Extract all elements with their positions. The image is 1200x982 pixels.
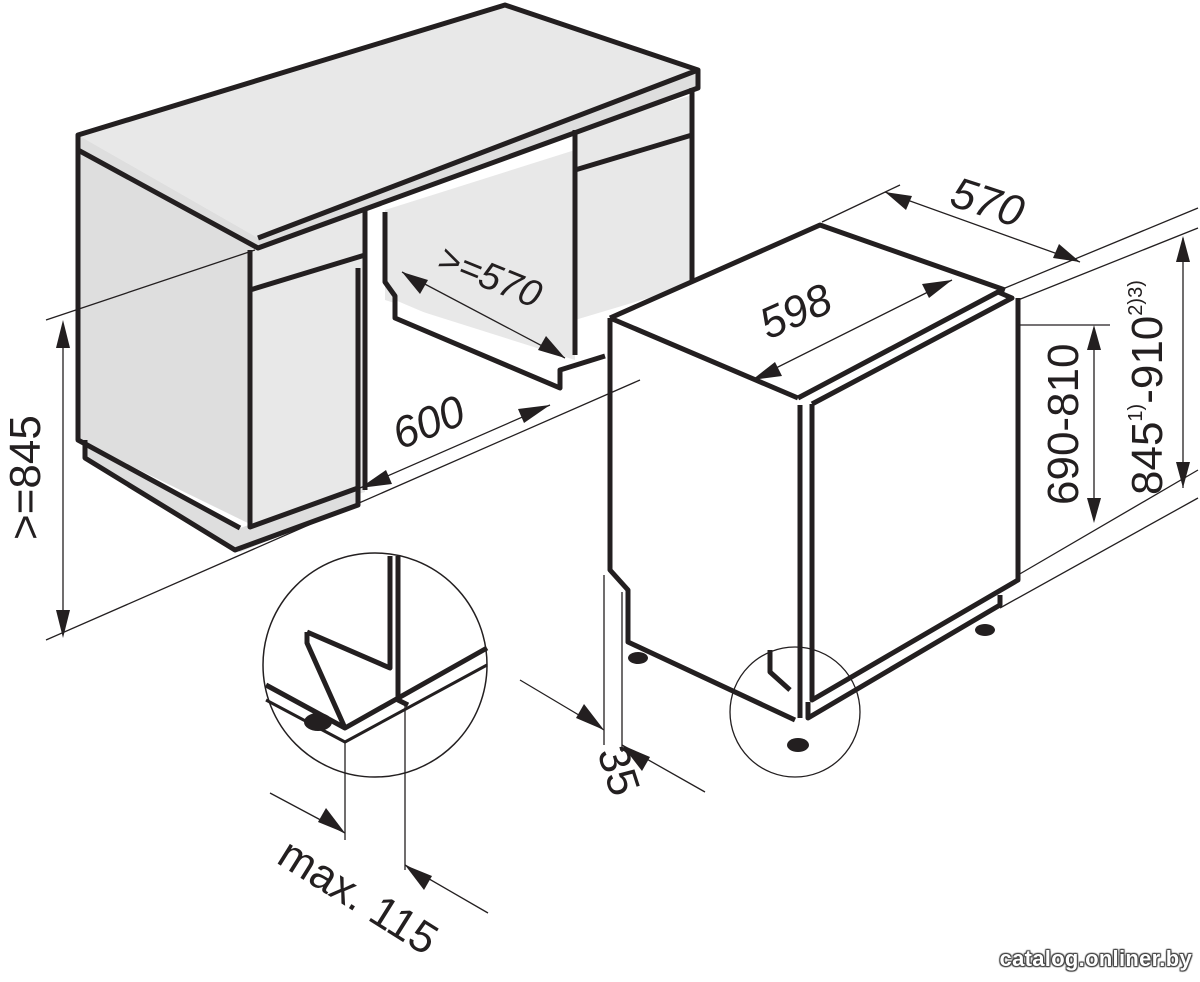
label-total-height: 8451)-9102)3) — [1123, 280, 1172, 495]
label-plinth-offset: 35 — [587, 740, 649, 802]
dimension-niche-depth — [401, 271, 566, 359]
dimension-total-height — [999, 227, 1199, 609]
dishwasher-appliance — [607, 222, 1021, 752]
total-height-mid: -910 — [1123, 316, 1172, 404]
dimension-door-overhang — [269, 705, 489, 914]
total-height-sup2: 2)3) — [1125, 280, 1147, 316]
watermark: catalog.onliner.by — [999, 946, 1192, 971]
detail-zoom — [262, 552, 489, 778]
dimension-plinth-offset — [519, 575, 706, 793]
dimension-appliance-width — [751, 279, 953, 381]
label-appliance-height: 690-810 — [1039, 344, 1088, 505]
total-height-sup1: 1) — [1125, 404, 1147, 422]
kitchen-cabinet — [75, 2, 701, 553]
label-appliance-depth: 570 — [945, 168, 1030, 237]
svg-text:8451)-9102)3): 8451)-9102)3) — [1123, 280, 1172, 495]
total-height-base: 845 — [1123, 422, 1172, 495]
label-cabinet-height: >=845 — [1, 415, 50, 540]
dimension-appliance-depth — [821, 184, 1199, 289]
dimension-cabinet-height — [45, 249, 641, 641]
dimension-niche-width — [359, 404, 551, 489]
dimension-appliance-height — [1017, 324, 1199, 576]
detail-marker-circle — [729, 646, 861, 778]
label-niche-width: 600 — [385, 386, 472, 459]
label-door-overhang: max. 115 — [270, 829, 447, 965]
